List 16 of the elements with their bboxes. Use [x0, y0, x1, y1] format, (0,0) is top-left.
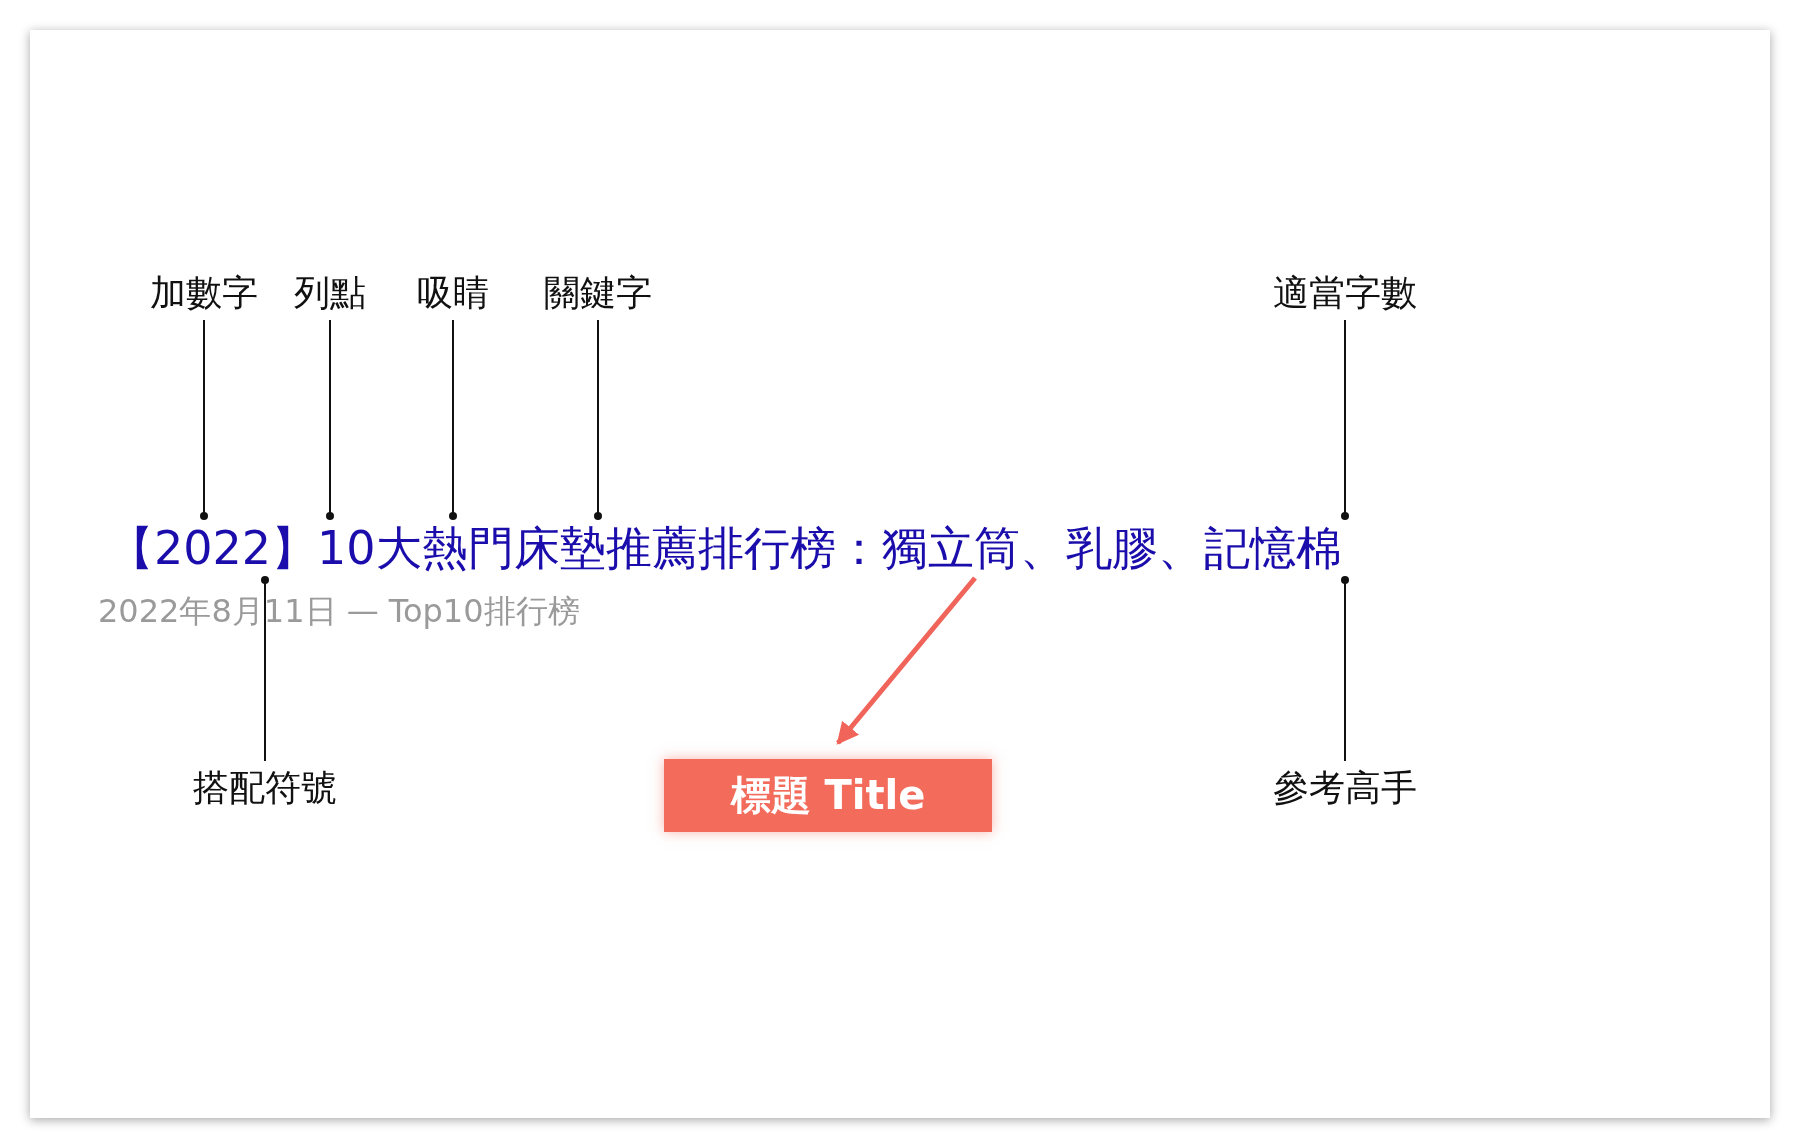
annotation-label: 關鍵字 — [508, 270, 688, 316]
leader-line — [449, 319, 457, 520]
annotation-label: 加數字 — [114, 270, 294, 316]
leader-line — [261, 576, 269, 762]
annotation-label: 搭配符號 — [175, 765, 355, 811]
leader-line — [1341, 319, 1349, 520]
leader-line — [326, 319, 334, 520]
leader-line — [200, 319, 208, 520]
arrow — [836, 576, 977, 745]
leader-line — [594, 319, 602, 520]
search-result-title: 【2022】10大熱門床墊推薦排行榜：獨立筒、乳膠、記憶棉 — [108, 516, 1342, 580]
title-badge: 標題 Title — [664, 759, 992, 832]
annotation-label: 參考高手 — [1255, 765, 1435, 811]
result-snippet: 2022年8月11日 — Top10排行榜 — [98, 591, 580, 632]
annotation-label: 適當字數 — [1255, 270, 1435, 316]
leader-line — [1341, 576, 1349, 762]
